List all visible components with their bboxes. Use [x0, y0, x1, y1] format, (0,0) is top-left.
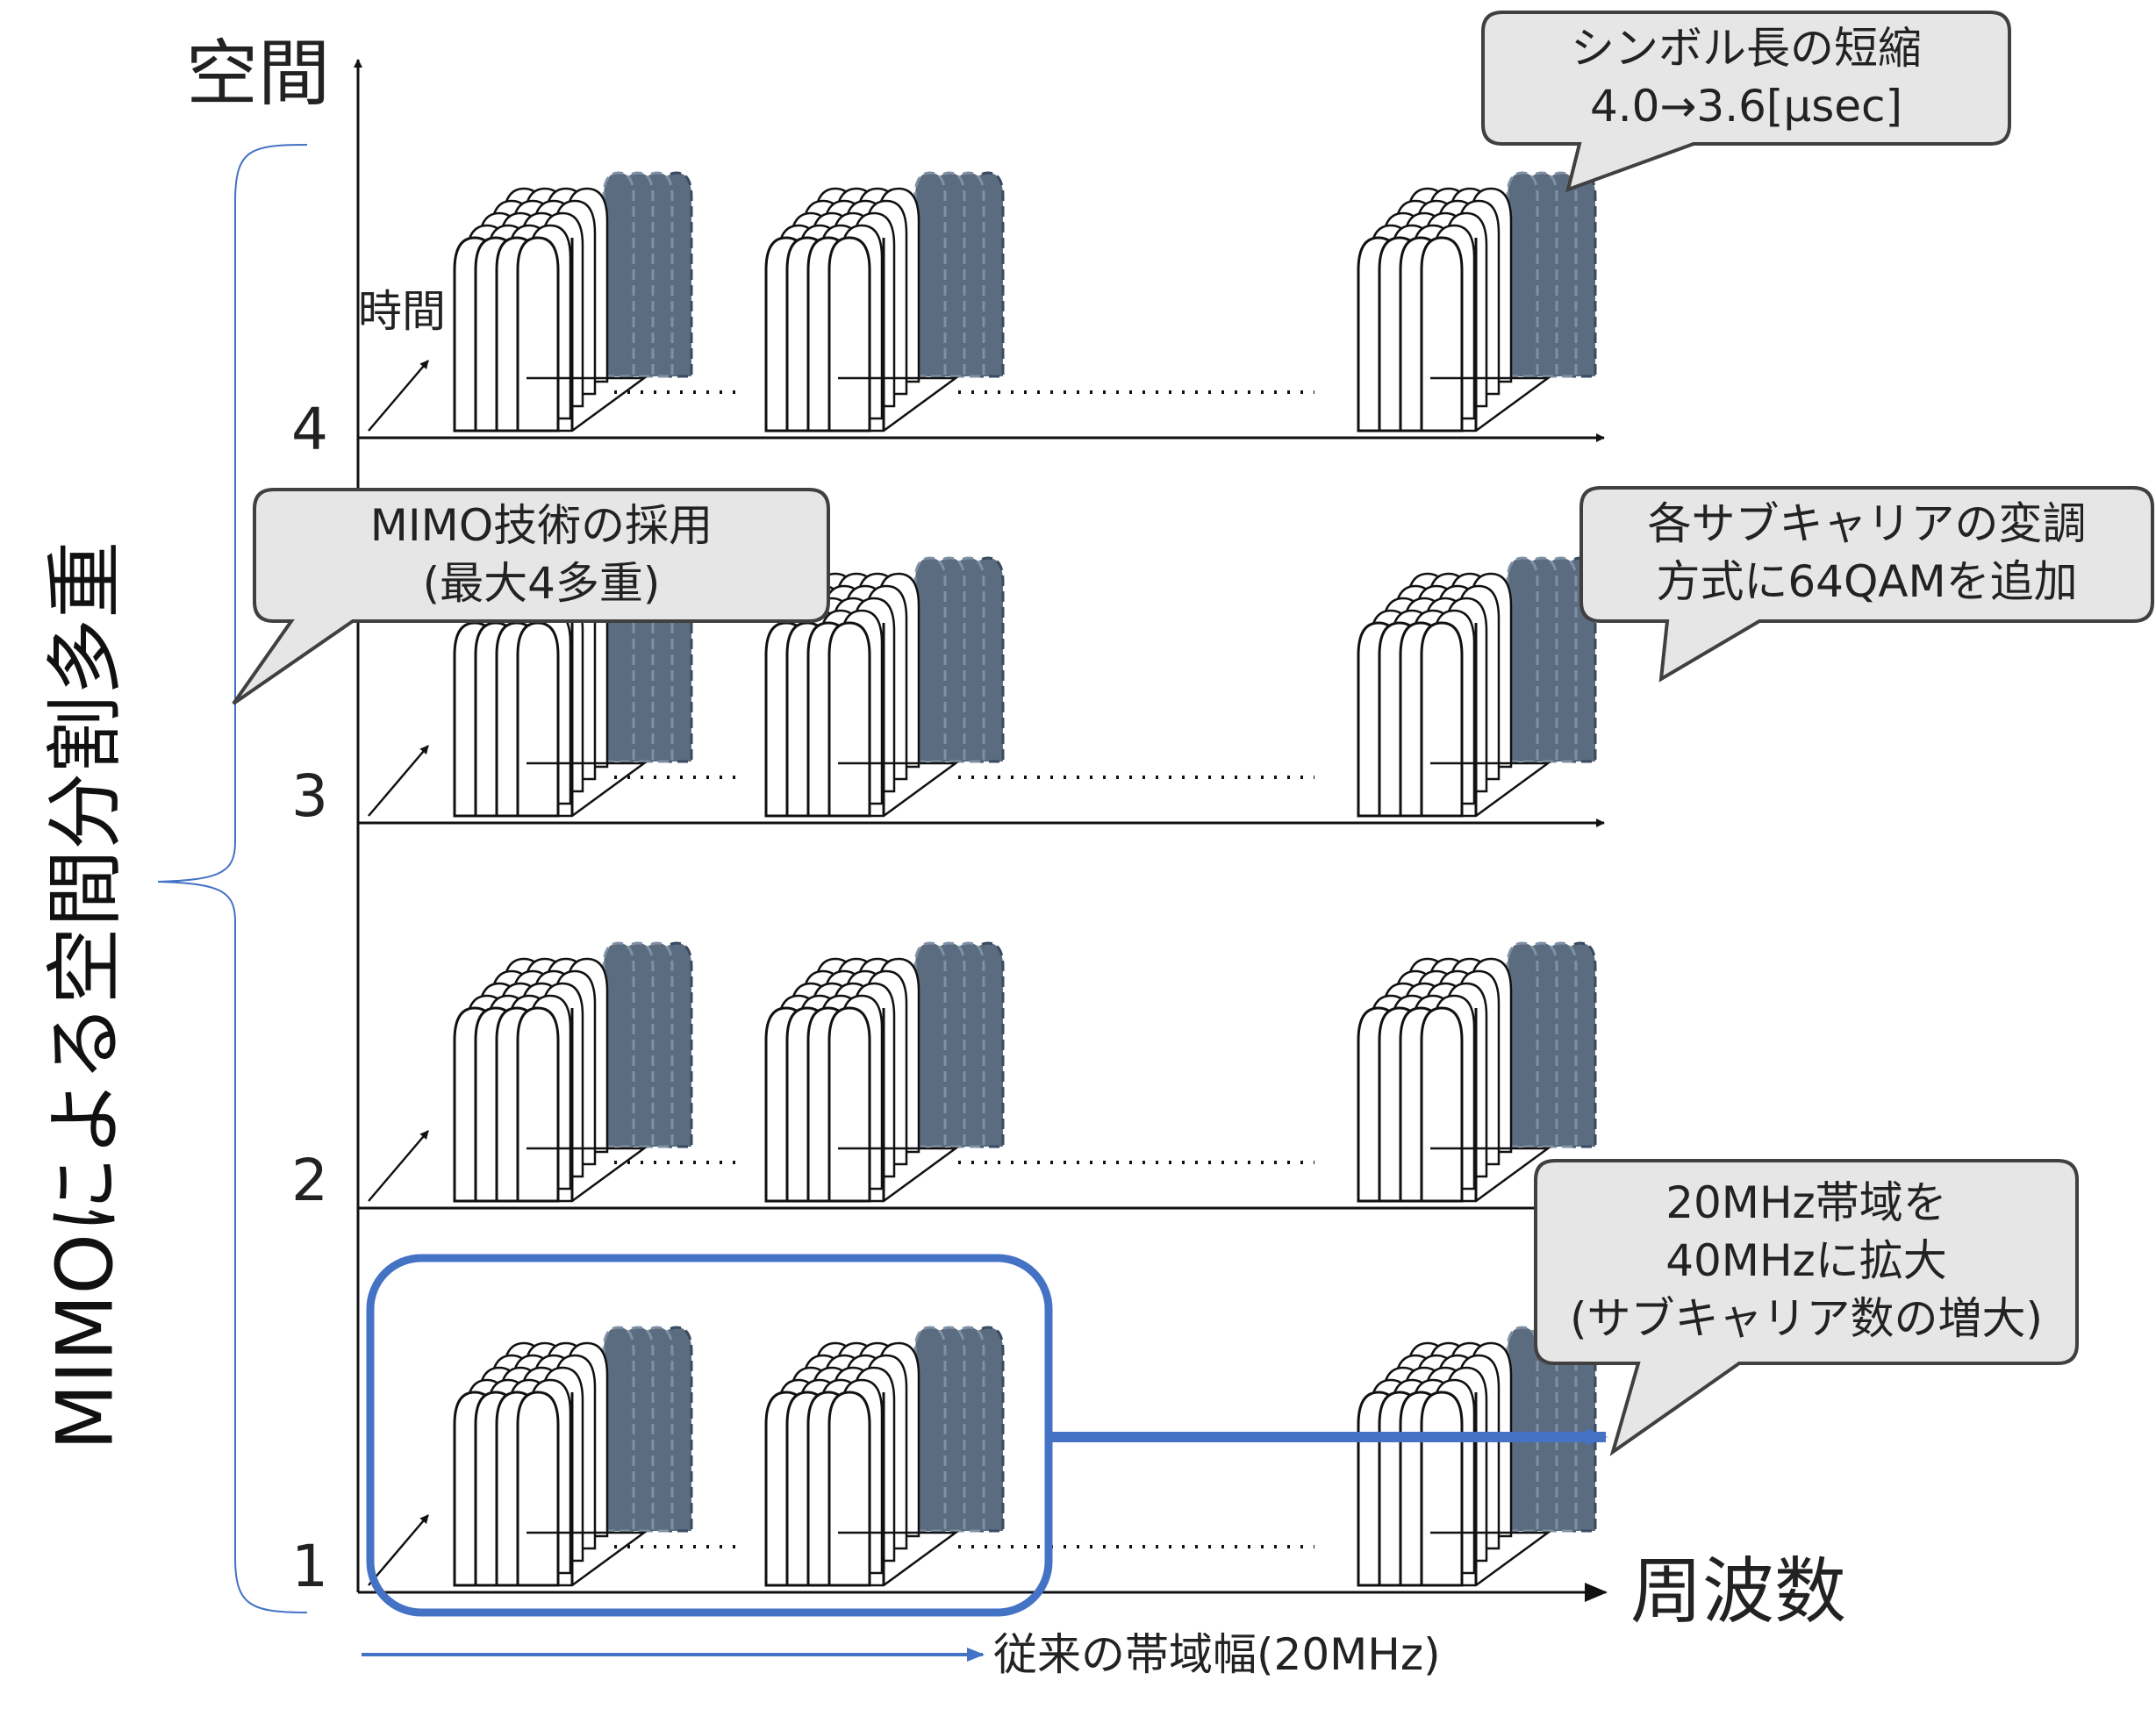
group-base — [455, 1531, 648, 1587]
time-arrow-icon — [368, 1514, 429, 1586]
group-base — [455, 762, 648, 818]
arch-subcarrier-icon — [827, 621, 871, 818]
arch-subcarrier-icon — [827, 1006, 871, 1203]
arch-subcarrier-icon — [602, 941, 635, 1148]
callout-mimo-line2: (最大4多重) — [422, 558, 661, 609]
callout-mimo — [232, 488, 830, 705]
callout-modulation — [1579, 486, 2154, 683]
time-arrow-icon — [368, 745, 429, 817]
group-base — [1358, 376, 1551, 433]
arch-subcarrier-icon — [913, 171, 947, 378]
arch-subcarrier-icon — [913, 556, 947, 763]
callout-mimo-line1: MIMO技術の採用 — [369, 500, 713, 551]
time-arrow-icon — [368, 360, 429, 432]
arch-subcarrier-icon — [913, 1326, 947, 1533]
callout-bandwidth-text: 20MHz帯域を 40MHzに拡大 (サブキャリア数の増大) — [1536, 1174, 2077, 1348]
arch-subcarrier-icon — [1420, 621, 1464, 818]
group-base — [1358, 762, 1551, 818]
arch-subcarrier-icon — [516, 1391, 560, 1587]
arch-subcarrier-icon — [827, 236, 871, 433]
callout-bandwidth — [1534, 1159, 2079, 1456]
time-axis-label: 時間 — [358, 286, 446, 337]
arch-subcarrier-icon — [1506, 556, 1539, 763]
arch-subcarrier-icon — [1420, 236, 1464, 433]
callout-symbol-length — [1481, 11, 2011, 193]
callout-symbol-text: シンボル長の短縮 4.0→3.6[μsec] — [1483, 19, 2009, 135]
group-base — [1358, 1147, 1551, 1203]
callout-bandwidth-line2: 40MHzに拡大 — [1665, 1235, 1947, 1286]
arch-subcarrier-icon — [913, 941, 947, 1148]
callout-modulation-text: 各サブキャリアの変調 方式に64QAMを追加 — [1581, 495, 2152, 611]
mimo-brace — [157, 144, 308, 1613]
level-label-2: 2 — [291, 1147, 328, 1214]
arch-subcarrier-icon — [1420, 1006, 1464, 1203]
callout-modulation-line1: 各サブキャリアの変調 — [1647, 498, 2087, 549]
arch-subcarrier-icon — [602, 171, 635, 378]
arch-subcarrier-icon — [516, 236, 560, 433]
group-base — [766, 376, 959, 433]
callout-bandwidth-line1: 20MHz帯域を — [1665, 1177, 1947, 1228]
group-base — [766, 1147, 959, 1203]
legacy-bandwidth-label: 従来の帯域幅(20MHz) — [993, 1629, 1441, 1680]
space-axis-label: 空間 — [186, 32, 330, 116]
side-label: MIMOによる空間分割多重 — [39, 540, 131, 1451]
frequency-axis-label: 周波数 — [1630, 1550, 1846, 1634]
arch-subcarrier-icon — [827, 1391, 871, 1587]
arch-subcarrier-icon — [1506, 171, 1539, 378]
group-base — [1358, 1531, 1551, 1587]
callout-modulation-line2: 方式に64QAMを追加 — [1656, 556, 2078, 607]
time-arrow-icon — [368, 1130, 429, 1202]
level-label-3: 3 — [291, 762, 328, 830]
callout-bandwidth-line3: (サブキャリア数の増大) — [1569, 1293, 2043, 1344]
group-base — [455, 376, 648, 433]
group-base — [766, 762, 959, 818]
group-base — [455, 1147, 648, 1203]
level-label-4: 4 — [291, 396, 328, 463]
callout-mimo-text: MIMO技術の採用 (最大4多重) — [254, 497, 828, 612]
arch-subcarrier-icon — [516, 621, 560, 818]
arch-subcarrier-icon — [516, 1006, 560, 1203]
arch-subcarrier-icon — [602, 1326, 635, 1533]
arch-subcarrier-icon — [1420, 1391, 1464, 1587]
group-base — [766, 1531, 959, 1587]
arch-subcarrier-icon — [1506, 941, 1539, 1148]
callout-symbol-line2: 4.0→3.6[μsec] — [1589, 81, 1903, 132]
callout-symbol-line1: シンボル長の短縮 — [1571, 23, 1922, 74]
level-label-1: 1 — [291, 1533, 328, 1600]
